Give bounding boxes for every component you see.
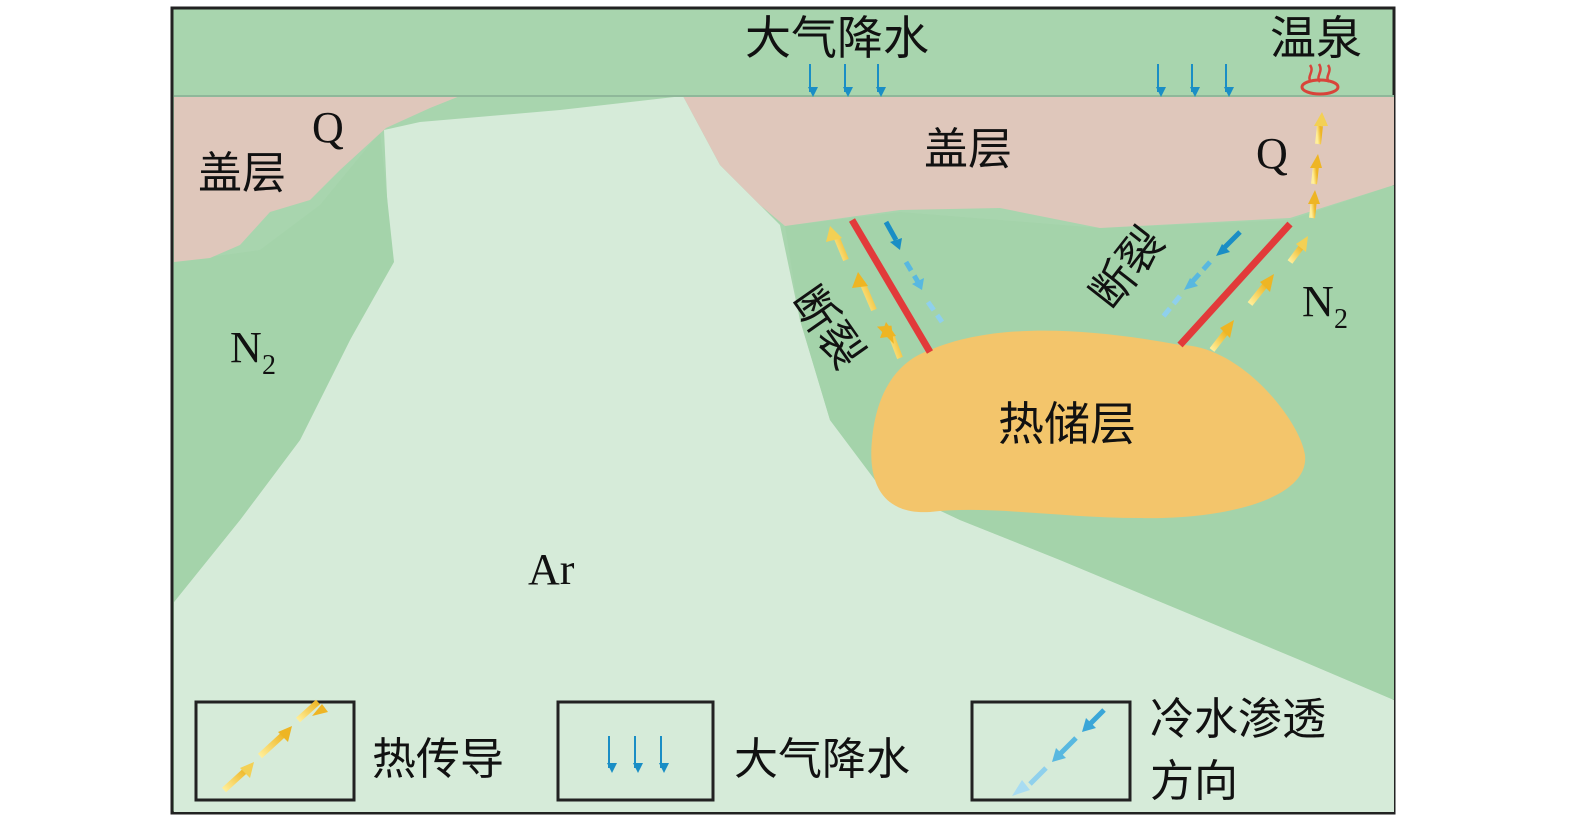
n2-left-region xyxy=(174,132,394,602)
heat-conduction-arrow-icon xyxy=(1311,165,1319,185)
ar-bedrock-region xyxy=(174,96,1394,812)
n2-right-subscript: 2 xyxy=(1334,304,1348,335)
thermal-reservoir xyxy=(871,330,1306,519)
cold-seepage-arrow-icon xyxy=(1190,260,1212,284)
cap-layer-left xyxy=(174,96,460,262)
heat-conduction-arrow-icon xyxy=(859,280,877,312)
hot-spring-icon xyxy=(1300,63,1340,96)
cold-seepage-arrow-icon xyxy=(1160,294,1182,320)
n2-left-label: N xyxy=(230,323,262,372)
cold-seepage-arrow-icon xyxy=(903,260,921,284)
legend-box-heat xyxy=(194,700,356,802)
cap-layer-left-label: 盖层 xyxy=(198,148,286,199)
cap-layer-right xyxy=(683,96,1394,228)
legend-cold-label-line2: 方向 xyxy=(1150,756,1238,807)
cold-seepage-arrow-icon xyxy=(883,220,899,242)
heat-conduction-arrow-icon xyxy=(1315,125,1323,145)
rain-label-top: 大气降水 xyxy=(745,11,929,65)
legend-rain-label: 大气降水 xyxy=(734,734,910,785)
legend-heat-arrow-icon xyxy=(221,699,328,793)
q-left-label: Q xyxy=(312,103,344,152)
rain-arrows-left xyxy=(808,64,886,97)
legend-cold-label-line1: 冷水渗透 xyxy=(1150,694,1326,745)
heat-arrows-left xyxy=(826,226,903,360)
legend-rain-arrow-icon xyxy=(607,736,669,773)
heat-conduction-arrow-icon xyxy=(833,234,849,262)
legend-heat-label: 热传导 xyxy=(372,734,504,785)
heat-arrows-right xyxy=(1209,112,1328,352)
cold-seepage-arrow-icon xyxy=(925,300,945,324)
legend: 热传导 大气降水 冷水渗透 方向 xyxy=(194,694,1326,807)
ar-label: Ar xyxy=(528,545,575,594)
heat-conduction-arrow-icon xyxy=(1209,330,1229,352)
cold-arrows-right xyxy=(1160,230,1242,320)
q-right-label: Q xyxy=(1256,129,1288,178)
cold-seepage-arrow-icon xyxy=(1222,230,1242,250)
n2-left-subscript: 2 xyxy=(262,350,276,381)
cap-layer-right-label: 盖层 xyxy=(924,124,1012,175)
reservoir-label: 热储层 xyxy=(998,397,1136,451)
fault-right-line xyxy=(1177,221,1293,348)
fault-left-line xyxy=(848,218,934,354)
n2-right-label: N xyxy=(1302,277,1334,326)
legend-cold-arrow-icon xyxy=(1012,708,1106,796)
legend-box-cold xyxy=(970,700,1132,802)
heat-conduction-arrow-icon xyxy=(1287,244,1305,264)
cold-arrows-left xyxy=(883,220,945,324)
rain-arrows-right xyxy=(1156,64,1234,97)
heat-conduction-arrow-icon xyxy=(1247,282,1269,306)
hot-spring-label: 温泉 xyxy=(1270,11,1362,65)
